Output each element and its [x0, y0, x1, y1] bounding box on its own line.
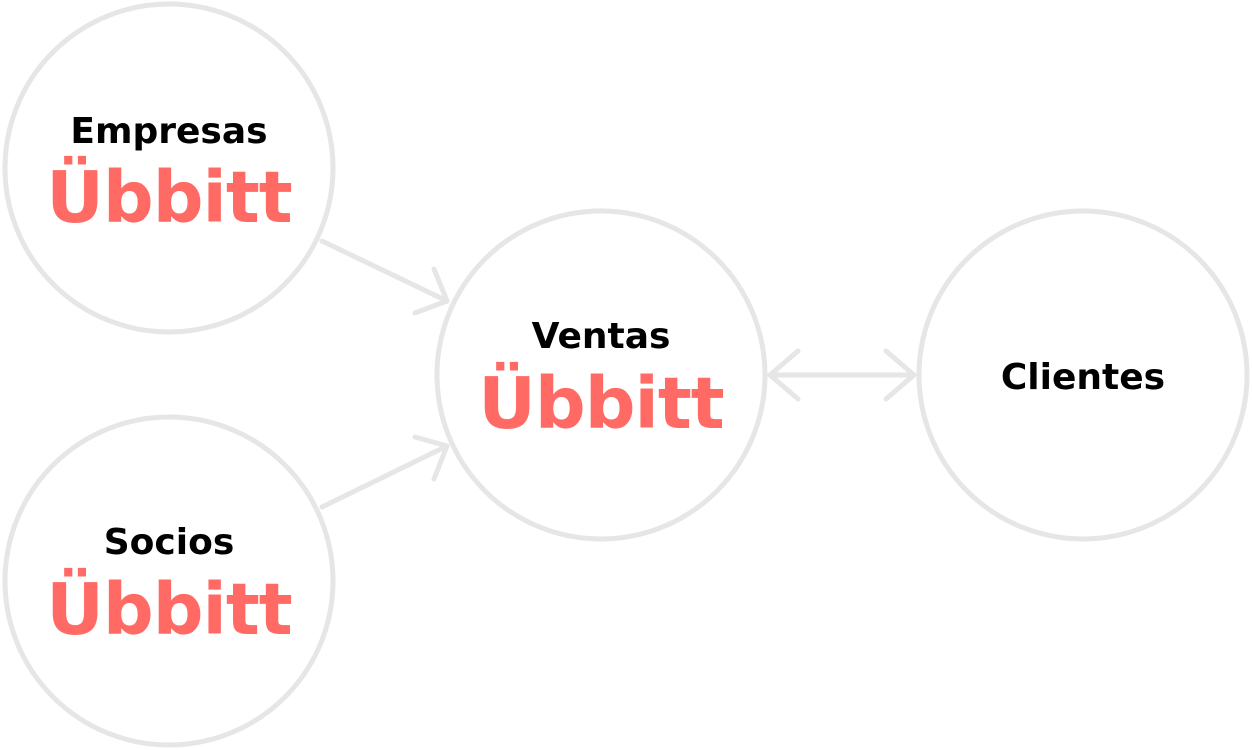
ubbitt-logo: Übbitt	[46, 156, 292, 239]
node-circle	[916, 208, 1250, 542]
node-title: Socios	[104, 522, 235, 563]
arrowhead-left-icon	[767, 348, 801, 402]
arrow-ventas-clientes-bidirectional	[767, 348, 917, 402]
node-title: Ventas	[532, 316, 671, 357]
connectors	[319, 238, 917, 510]
node-empresas: Empresas Übbitt	[2, 1, 336, 335]
arrow-socios-to-ventas	[319, 434, 450, 510]
node-clientes: Clientes	[916, 208, 1250, 542]
node-socios: Socios Übbitt	[2, 414, 336, 748]
node-circle	[2, 414, 336, 748]
node-circle	[434, 208, 768, 542]
node-title: Empresas	[70, 111, 267, 152]
arrowhead-icon	[412, 434, 450, 482]
node-circle	[2, 1, 336, 335]
ubbitt-logo: Übbitt	[478, 362, 724, 445]
ubbitt-logo: Übbitt	[46, 568, 292, 651]
node-ventas: Ventas Übbitt	[434, 208, 768, 542]
node-title: Clientes	[1001, 357, 1165, 398]
arrow-empresas-to-ventas	[319, 238, 450, 316]
arrowhead-icon	[412, 266, 450, 316]
arrowhead-right-icon	[883, 348, 917, 402]
